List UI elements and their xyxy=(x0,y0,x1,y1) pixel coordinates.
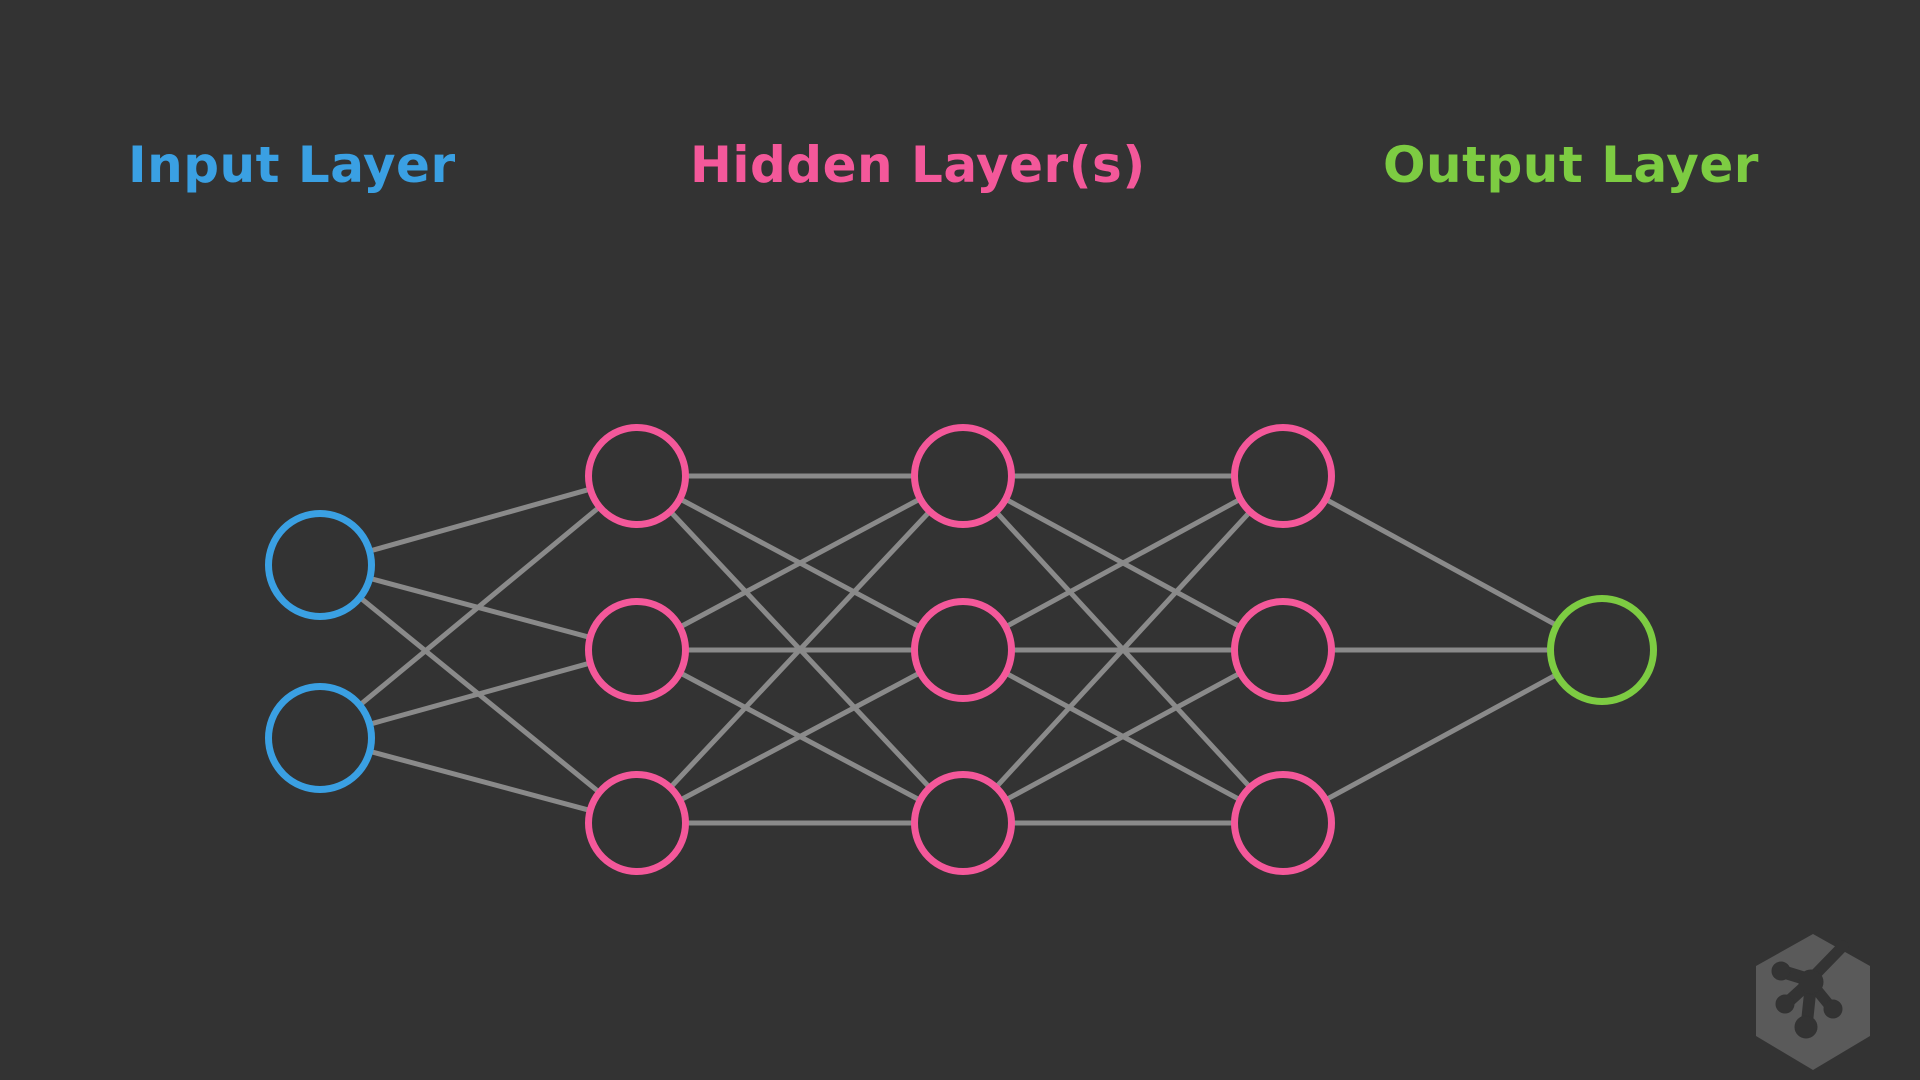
edge-input-layer-1-to-hidden-layer-1-2 xyxy=(370,749,590,813)
edge-hidden-layer-3-0-to-output-layer-0 xyxy=(1326,498,1557,627)
edge-hidden-layer-1-1-to-hidden-layer-2-0 xyxy=(680,497,920,629)
edge-input-layer-1-to-hidden-layer-1-1 xyxy=(370,661,590,726)
node-input-layer-2[interactable] xyxy=(265,683,375,793)
node-hidden-layer-3-1[interactable] xyxy=(1231,424,1335,528)
hidden-layer-title: Hidden Layer(s) xyxy=(690,136,1146,194)
node-hidden-layer-2-1[interactable] xyxy=(911,424,1015,528)
edge-hidden-layer-2-1-to-hidden-layer-3-0 xyxy=(1006,498,1240,628)
edge-hidden-layer-2-2-to-hidden-layer-3-0 xyxy=(995,511,1251,788)
edges-group xyxy=(359,473,1557,826)
node-hidden-layer-1-2[interactable] xyxy=(585,598,689,702)
hexagon-neuron-logo-icon xyxy=(1756,934,1870,1070)
nodes-group xyxy=(265,424,1657,875)
edge-hidden-layer-3-2-to-output-layer-0 xyxy=(1326,673,1557,801)
input-layer-title: Input Layer xyxy=(128,136,456,194)
edge-hidden-layer-2-2-to-hidden-layer-3-1 xyxy=(1006,672,1240,801)
node-hidden-layer-1-1[interactable] xyxy=(585,424,689,528)
edge-input-layer-1-to-hidden-layer-1-0 xyxy=(359,506,600,706)
edge-hidden-layer-1-2-to-hidden-layer-2-1 xyxy=(680,671,920,802)
watermark-neuron-glyph xyxy=(1771,940,1849,1039)
edge-hidden-layer-1-2-to-hidden-layer-2-0 xyxy=(670,511,930,788)
node-hidden-layer-1-3[interactable] xyxy=(585,771,689,875)
node-hidden-layer-2-2[interactable] xyxy=(911,598,1015,702)
node-hidden-layer-2-3[interactable] xyxy=(911,771,1015,875)
output-layer-title: Output Layer xyxy=(1383,136,1759,194)
node-hidden-layer-3-3[interactable] xyxy=(1231,771,1335,875)
node-output-layer-1[interactable] xyxy=(1547,595,1657,705)
node-input-layer-1[interactable] xyxy=(265,510,375,620)
edge-input-layer-0-to-hidden-layer-1-0 xyxy=(370,487,590,553)
node-hidden-layer-3-2[interactable] xyxy=(1231,598,1335,702)
